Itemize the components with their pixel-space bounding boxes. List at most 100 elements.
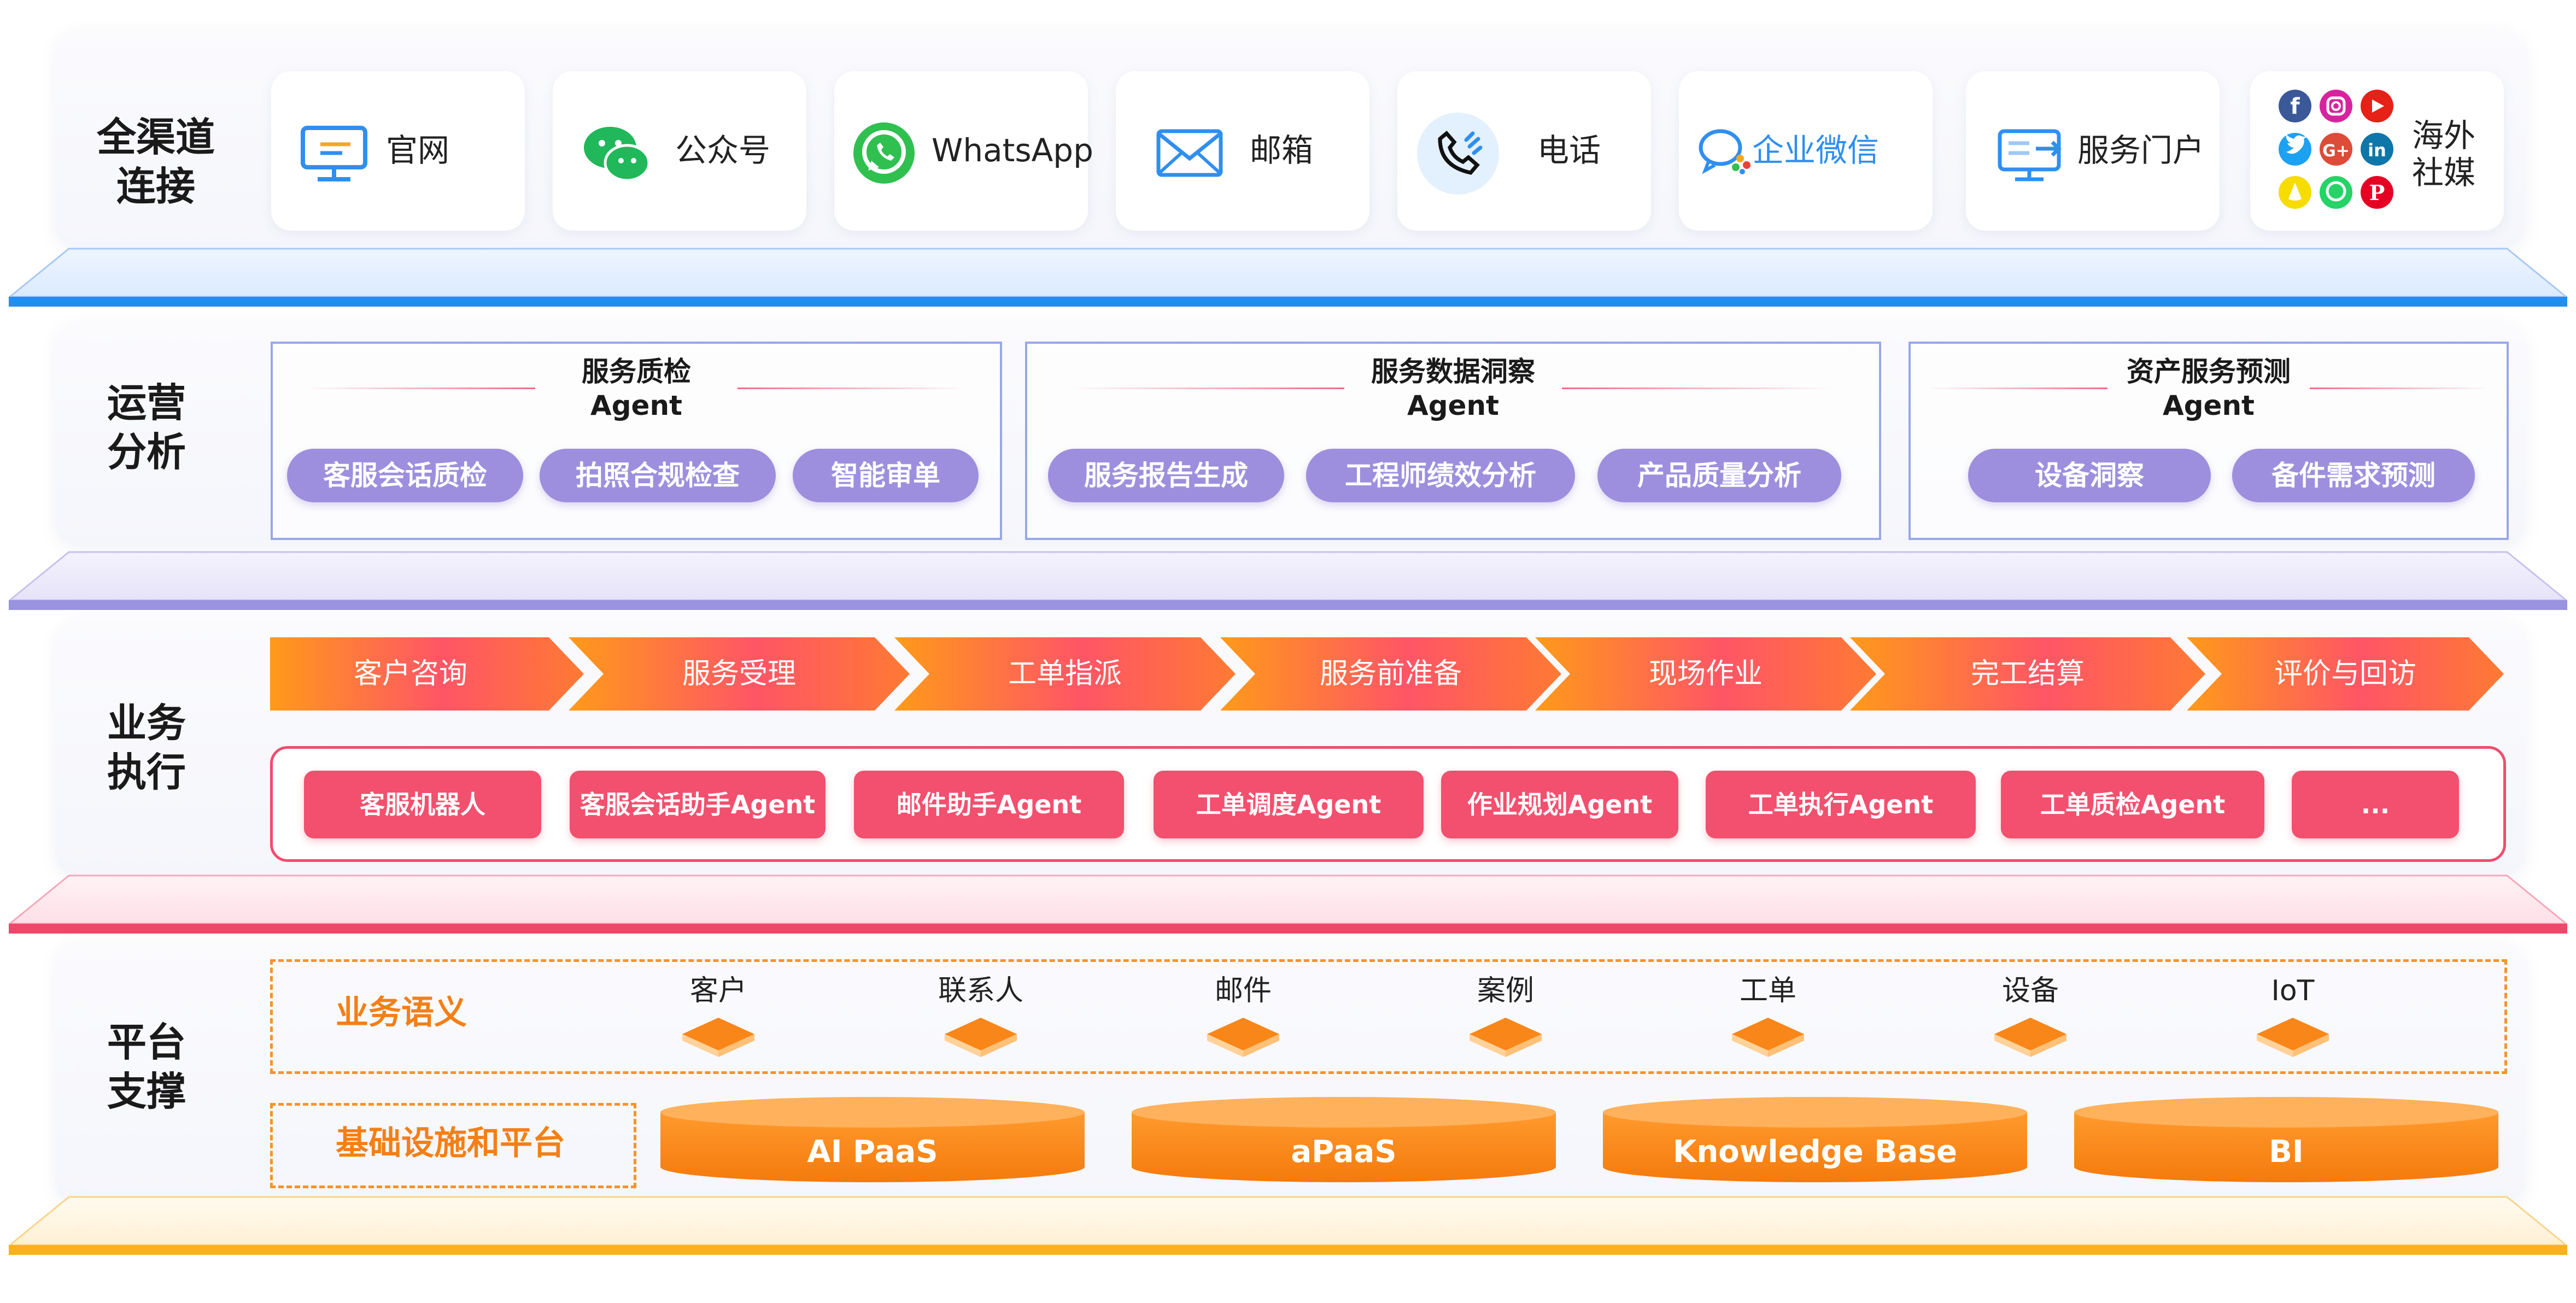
analytics-title-line1: 运营 (107, 380, 186, 426)
platform-cylinder-ai-paas[interactable]: AI PaaS (660, 1096, 1085, 1183)
wecom-icon (1697, 126, 1752, 175)
agent-button[interactable]: 客服机器人 (304, 771, 541, 838)
agent-button[interactable]: 工单质检Agent (2001, 771, 2264, 838)
process-step-2[interactable]: 服务受理 (569, 637, 910, 711)
process-step-label: 客户咨询 (353, 658, 467, 690)
analytics-layer-title: 运营 分析 (65, 378, 229, 477)
channel-card-wechat[interactable]: 公众号 (553, 71, 806, 231)
semantic-object-label: 工单 (1739, 975, 1796, 1007)
platform-cylinder-apaas[interactable]: aPaaS (1132, 1096, 1556, 1183)
channels-layer-base-bar (9, 248, 2567, 308)
semantic-object-label: 邮件 (1214, 975, 1272, 1007)
semantic-object[interactable]: 客户 (664, 973, 773, 1059)
agent-group-asset-prediction: 资产服务预测 Agent 设备洞察 备件需求预测 (1908, 342, 2509, 540)
semantic-object[interactable]: IoT (2238, 973, 2347, 1059)
group-title-line2: Agent (2163, 390, 2255, 421)
channel-card-portal[interactable]: 服务门户 (1966, 71, 2220, 231)
svg-text:G+: G+ (2322, 142, 2350, 161)
process-step-4[interactable]: 服务前准备 (1220, 637, 1561, 711)
platform-cylinder-label: aPaaS (1291, 1134, 1397, 1170)
semantic-object[interactable]: 联系人 (926, 973, 1035, 1059)
execution-layer-base-bar (9, 874, 2567, 935)
group-title-line1: 资产服务预测 (2127, 356, 2291, 388)
process-step-label: 服务受理 (682, 658, 796, 690)
capability-pill[interactable]: 智能审单 (793, 449, 979, 502)
svg-text:in: in (2368, 140, 2386, 161)
channel-card-whatsapp[interactable]: WhatsApp (834, 71, 1093, 231)
capability-pill[interactable]: 拍照合规检查 (540, 449, 776, 502)
channels-layer-title: 全渠道 连接 (74, 113, 238, 211)
process-step-6[interactable]: 完工结算 (1850, 637, 2205, 711)
whatsapp-icon (848, 120, 920, 186)
platform-layer-title: 平台 支撑 (65, 1018, 229, 1116)
process-step-3[interactable]: 工单指派 (894, 637, 1236, 711)
capability-pill[interactable]: 工程师绩效分析 (1306, 449, 1575, 502)
channels-title-line1: 全渠道 (96, 114, 215, 160)
semantic-cube-icon (1732, 1018, 1804, 1057)
process-step-label: 服务前准备 (1319, 658, 1462, 690)
process-step-7[interactable]: 评价与回访 (2187, 637, 2504, 711)
channel-card-website[interactable]: 官网 (271, 71, 525, 231)
group-title-line1: 服务质检 (582, 356, 691, 388)
channel-card-mail[interactable]: 邮箱 (1116, 71, 1369, 231)
agent-button[interactable]: 工单调度Agent (1154, 771, 1424, 838)
overseas-social-line1: 海外 (2412, 117, 2476, 154)
semantic-object-label: 客户 (689, 975, 747, 1007)
semantic-object[interactable]: 邮件 (1189, 973, 1298, 1059)
semantic-object[interactable]: 工单 (1713, 973, 1823, 1059)
agent-button-more[interactable]: ... (2292, 771, 2459, 838)
platform-layer-base-bar (9, 1196, 2567, 1256)
platform-title-line1: 平台 (107, 1019, 186, 1065)
agent-button[interactable]: 作业规划Agent (1441, 771, 1678, 838)
execution-layer-title: 业务 执行 (65, 699, 229, 797)
platform-title-line2: 支撑 (107, 1069, 186, 1114)
infrastructure-label: 基础设施和平台 (336, 1124, 565, 1163)
process-step-label: 现场作业 (1648, 658, 1763, 690)
group-title-line2: Agent (590, 390, 682, 421)
channel-card-wecom[interactable]: 企业微信 (1679, 71, 1933, 231)
capability-pill[interactable]: 客服会话质检 (287, 449, 523, 502)
semantic-object[interactable]: 案例 (1451, 973, 1560, 1059)
capability-pill[interactable]: 产品质量分析 (1597, 449, 1841, 502)
portal-icon (1997, 120, 2068, 186)
agent-group-title: 服务质检 Agent (273, 355, 1000, 422)
channel-card-overseas-social[interactable]: f G+ in P 海外 社媒 (2250, 71, 2504, 231)
channel-label-phone: 电话 (1537, 132, 1601, 169)
overseas-social-line2: 社媒 (2412, 154, 2476, 191)
channel-label-overseas-social: 海外 社媒 (2412, 117, 2475, 191)
semantic-object[interactable]: 设备 (1976, 973, 2085, 1059)
group-title-line-right (2310, 388, 2490, 389)
channel-label-portal: 服务门户 (2077, 132, 2205, 169)
agent-group-title: 服务数据洞察 Agent (1027, 355, 1879, 422)
process-step-5[interactable]: 现场作业 (1535, 637, 1876, 711)
process-step-label: 工单指派 (1008, 658, 1122, 690)
agent-button[interactable]: 工单执行Agent (1706, 771, 1976, 838)
execution-title-line2: 执行 (107, 749, 186, 795)
channel-card-phone[interactable]: 电话 (1397, 71, 1651, 231)
monitor-icon (298, 120, 370, 186)
semantic-cube-icon (2257, 1018, 2329, 1057)
capability-pill[interactable]: 备件需求预测 (2232, 449, 2475, 502)
execution-title-line1: 业务 (107, 700, 186, 746)
svg-text:f: f (2290, 94, 2300, 119)
agent-button[interactable]: 客服会话助手Agent (570, 771, 826, 838)
platform-cylinder-knowledge-base[interactable]: Knowledge Base (1603, 1096, 2027, 1183)
group-title-line2: Agent (1407, 390, 1499, 421)
analytics-title-line2: 分析 (107, 429, 186, 475)
channel-label-whatsapp: WhatsApp (932, 132, 1093, 169)
agent-group-title: 资产服务预测 Agent (1911, 355, 2507, 422)
platform-cylinder-bi[interactable]: BI (2074, 1096, 2498, 1183)
channels-title-line2: 连接 (116, 163, 195, 209)
channel-label-website: 官网 (386, 132, 450, 169)
agent-group-quality-inspection: 服务质检 Agent 客服会话质检 拍照合规检查 智能审单 (271, 342, 1002, 540)
agent-group-service-data-insight: 服务数据洞察 Agent 服务报告生成 工程师绩效分析 产品质量分析 (1025, 342, 1881, 540)
analytics-layer-base-bar (9, 551, 2567, 611)
platform-cylinder-label: Knowledge Base (1672, 1134, 1958, 1170)
process-step-1[interactable]: 客户咨询 (270, 637, 584, 711)
group-title-line-left (306, 388, 535, 389)
platform-cylinder-label: BI (2269, 1134, 2304, 1170)
agent-button[interactable]: 邮件助手Agent (854, 771, 1124, 838)
capability-pill[interactable]: 设备洞察 (1968, 449, 2211, 502)
capability-pill[interactable]: 服务报告生成 (1048, 449, 1284, 502)
process-step-label: 完工结算 (1970, 658, 2085, 690)
